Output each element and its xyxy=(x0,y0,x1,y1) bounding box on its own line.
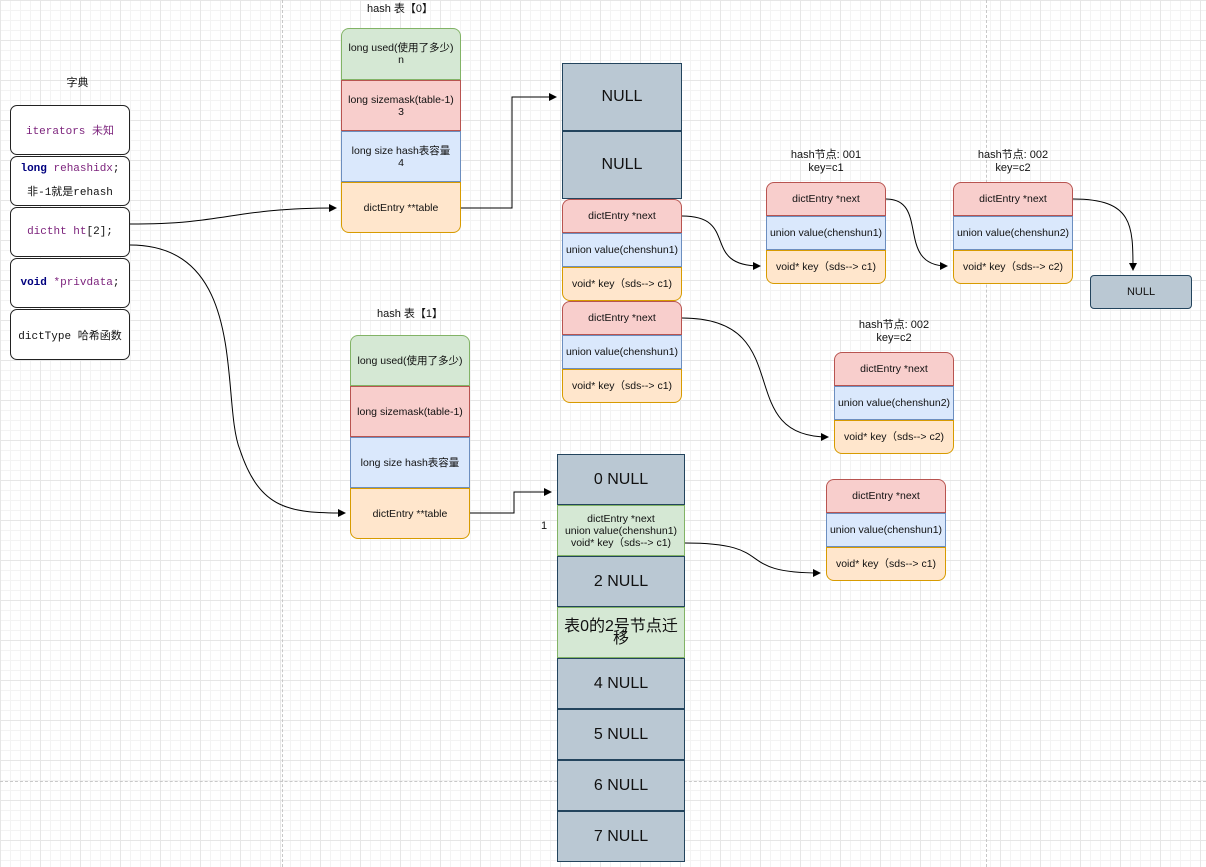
page-guide-vertical xyxy=(986,0,987,867)
ht0-title: hash 表【0】 xyxy=(366,3,434,15)
ht1-title: hash 表【1】 xyxy=(376,308,444,320)
iterators-name: iterators xyxy=(25,126,86,138)
privdata-type: void xyxy=(20,277,47,289)
ht1-bucket-4[interactable]: 4 NULL xyxy=(557,658,685,709)
ht1-index-label: 1 xyxy=(540,520,548,532)
ht0-entry-b-key[interactable]: void* key（sds--> c1) xyxy=(562,369,682,403)
arrow-bucket1-to-migrated xyxy=(684,542,821,577)
node002b-key[interactable]: void* key（sds--> c2) xyxy=(834,420,954,454)
dict-field-ht[interactable]: dictht ht[2]; xyxy=(10,207,130,257)
arrow-node001-to-node002 xyxy=(885,198,948,270)
ht0-bucket-1[interactable]: NULL xyxy=(562,131,682,199)
ht0-entry-b-value[interactable]: union value(chenshun1) xyxy=(562,335,682,369)
migrated-value[interactable]: union value(chenshun1) xyxy=(826,513,946,547)
rehashidx-type: long xyxy=(20,163,47,175)
node002b-title: hash节点: 002 key=c2 xyxy=(858,319,930,344)
node002-title: hash节点: 002 key=c2 xyxy=(977,149,1049,174)
dict-title: 字典 xyxy=(66,77,89,89)
ht0-entry-a-next[interactable]: dictEntry *next xyxy=(562,199,682,233)
node001-title: hash节点: 001 key=c1 xyxy=(790,149,862,174)
arrow-table0-to-buckets xyxy=(461,93,557,209)
ht0-used[interactable]: long used(使用了多少) n xyxy=(341,28,461,80)
ht1-bucket-2[interactable]: 2 NULL xyxy=(557,556,685,607)
node001-next[interactable]: dictEntry *next xyxy=(766,182,886,216)
dict-field-privdata[interactable]: void *privdata; xyxy=(10,258,130,308)
ht1-bucket-1[interactable]: dictEntry *next union value(chenshun1) v… xyxy=(557,505,685,556)
ht1-bucket-3[interactable]: 表0的2号节点迁移 xyxy=(557,607,685,658)
ht0-entry-a-value[interactable]: union value(chenshun1) xyxy=(562,233,682,267)
ht1-bucket-5[interactable]: 5 NULL xyxy=(557,709,685,760)
dicttype-text: dictType 哈希函数 xyxy=(18,330,122,343)
arrow-entry-b-to-node002b xyxy=(681,317,829,441)
rehashidx-semicolon: ; xyxy=(112,163,120,175)
migrated-key[interactable]: void* key（sds--> c1) xyxy=(826,547,946,581)
dict-field-iterators[interactable]: iterators 未知 xyxy=(10,105,130,155)
rehashidx-note: 非-1就是rehash xyxy=(27,187,113,199)
ht0-sizemask[interactable]: long sizemask(table-1) 3 xyxy=(341,80,461,131)
dict-field-rehashidx[interactable]: long rehashidx; 非-1就是rehash xyxy=(10,156,130,206)
dict-field-dicttype[interactable]: dictType 哈希函数 xyxy=(10,309,130,360)
node002b-next[interactable]: dictEntry *next xyxy=(834,352,954,386)
node001-value[interactable]: union value(chenshun1) xyxy=(766,216,886,250)
ht1-bucket-7[interactable]: 7 NULL xyxy=(557,811,685,862)
ht-name: dictht ht xyxy=(27,226,87,238)
page-guide-vertical xyxy=(282,0,283,867)
ht1-sizemask[interactable]: long sizemask(table-1) xyxy=(350,386,470,437)
arrow-entry-a-to-node001 xyxy=(681,215,761,270)
ht0-entry-a-key[interactable]: void* key（sds--> c1) xyxy=(562,267,682,301)
ht1-bucket-0[interactable]: 0 NULL xyxy=(557,454,685,505)
node002-value[interactable]: union value(chenshun2) xyxy=(953,216,1073,250)
node002-next[interactable]: dictEntry *next xyxy=(953,182,1073,216)
privdata-name: *privdata xyxy=(46,277,113,289)
null-box[interactable]: NULL xyxy=(1090,275,1192,309)
ht0-entry-b-next[interactable]: dictEntry *next xyxy=(562,301,682,335)
arrow-table1-to-buckets xyxy=(470,488,552,514)
ht1-size[interactable]: long size hash表容量 xyxy=(350,437,470,488)
ht0-size[interactable]: long size hash表容量 4 xyxy=(341,131,461,182)
node002b-value[interactable]: union value(chenshun2) xyxy=(834,386,954,420)
node001-key[interactable]: void* key（sds--> c1) xyxy=(766,250,886,284)
ht1-table[interactable]: dictEntry **table xyxy=(350,488,470,539)
arrow-ht1-to-table1 xyxy=(129,244,346,517)
rehashidx-name: rehashidx xyxy=(46,163,113,175)
ht0-bucket-0[interactable]: NULL xyxy=(562,63,682,131)
ht1-used[interactable]: long used(使用了多少) xyxy=(350,335,470,386)
ht1-bucket-6[interactable]: 6 NULL xyxy=(557,760,685,811)
ht-index: [2]; xyxy=(86,226,113,238)
iterators-note: 未知 xyxy=(85,126,115,138)
arrow-node002-to-null xyxy=(1072,198,1137,271)
ht0-table[interactable]: dictEntry **table xyxy=(341,182,461,233)
node002-key[interactable]: void* key（sds--> c2) xyxy=(953,250,1073,284)
migrated-next[interactable]: dictEntry *next xyxy=(826,479,946,513)
privdata-semicolon: ; xyxy=(112,277,120,289)
arrow-ht0-to-table0 xyxy=(129,204,337,225)
